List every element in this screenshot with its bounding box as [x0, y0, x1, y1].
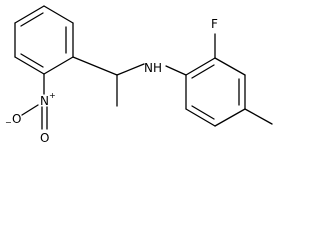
nitro-o-double-label: O — [40, 131, 49, 145]
fluoromethylphenyl-ring — [185, 57, 246, 127]
nitro-n-label: N — [40, 94, 49, 108]
n-aryl-bond — [165, 65, 187, 76]
structure-canvas: N + O − O NH F — [5, 5, 273, 145]
ethyl-linker — [72, 56, 145, 107]
nitro-n-charge: + — [49, 91, 56, 100]
nitrophenyl-ring — [14, 5, 74, 75]
fluorine-label: F — [211, 17, 218, 31]
nitro-o-single-label: O — [12, 112, 21, 126]
nh-label: NH — [144, 61, 162, 75]
methyl-bond — [244, 108, 273, 125]
nitro-group: N + O − O — [5, 73, 56, 145]
nitro-o-charge: − — [5, 118, 12, 127]
molecule-drawing: N + O − O NH F — [5, 5, 273, 145]
